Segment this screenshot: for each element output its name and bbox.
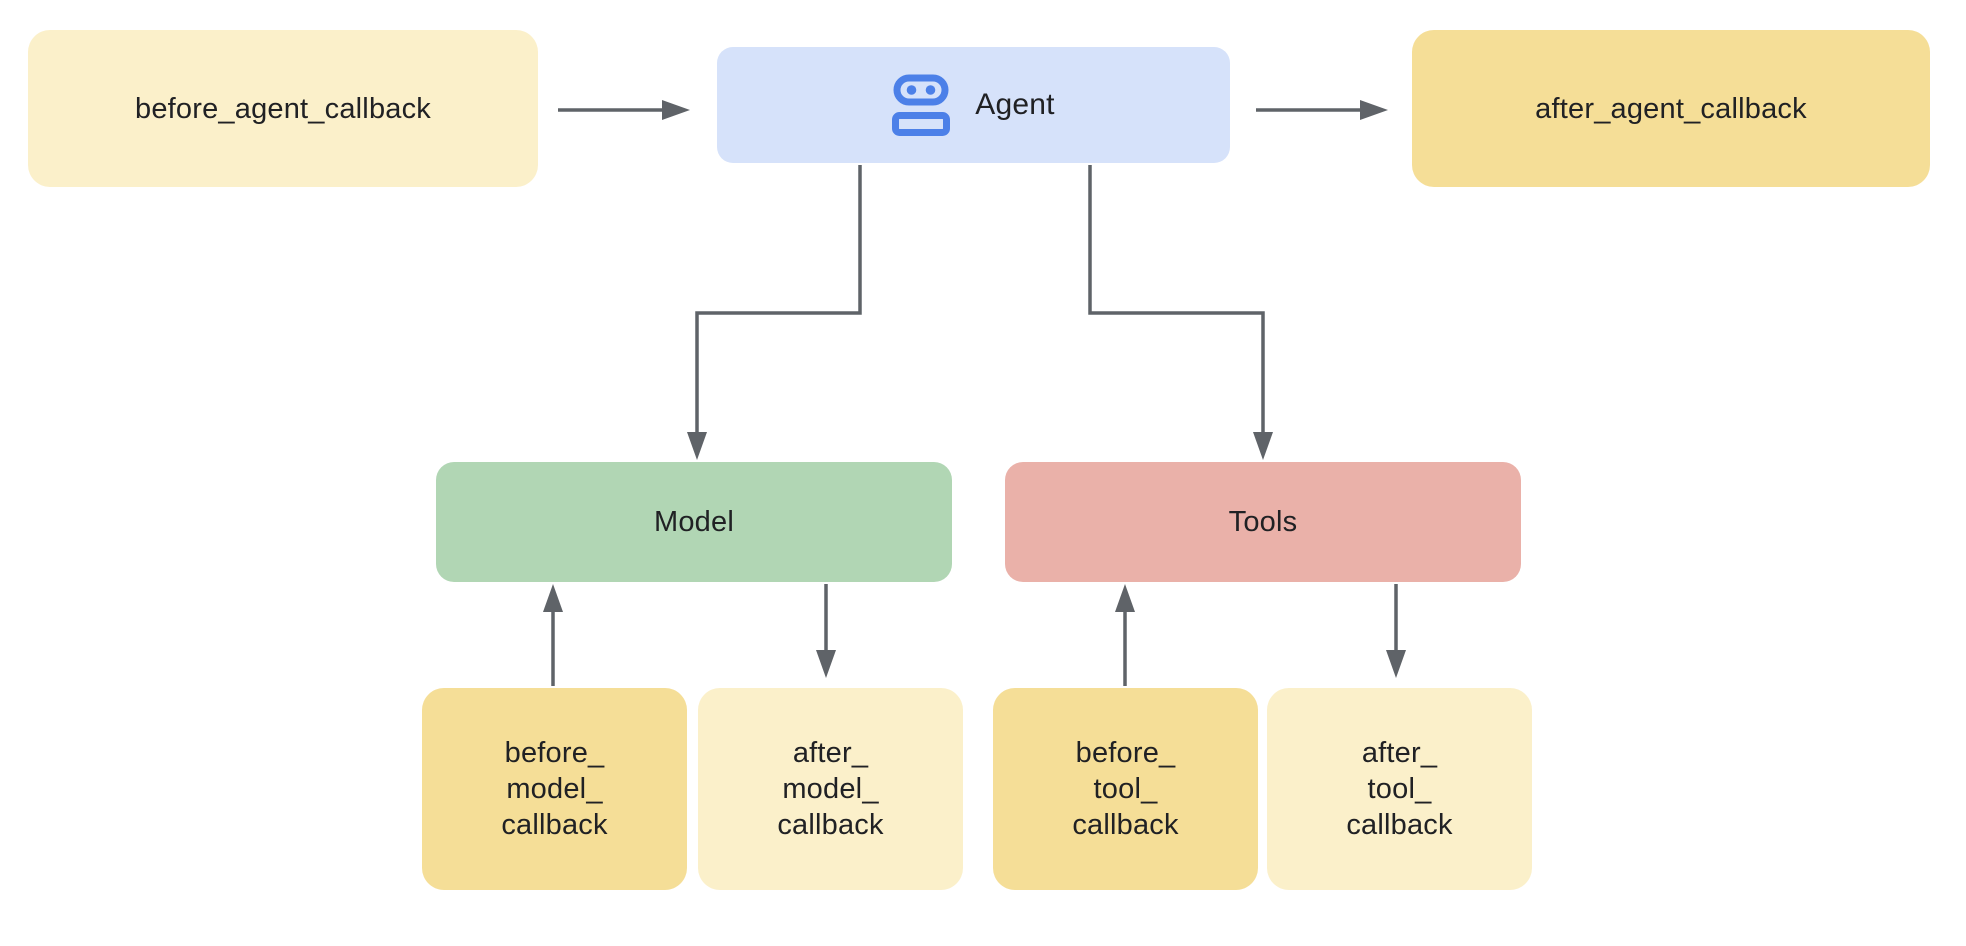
edge-agent-to-model — [687, 165, 862, 460]
node-before-tool-callback: before_ tool_ callback — [993, 688, 1258, 890]
node-label: Agent — [975, 88, 1055, 121]
robot-icon — [892, 74, 951, 136]
node-label: after_ model_ callback — [777, 737, 884, 841]
node-model: Model — [436, 462, 952, 582]
node-after-tool-callback: after_ tool_ callback — [1267, 688, 1532, 890]
node-label: before_agent_callback — [134, 92, 432, 125]
node-label: Tools — [1228, 506, 1298, 538]
node-tools: Tools — [1005, 462, 1521, 582]
edge-model-to-after-model — [816, 584, 836, 678]
node-label: Model — [654, 506, 734, 538]
node-before-model-callback: before_ model_ callback — [422, 688, 687, 890]
edge-before-tool-to-tools — [1115, 584, 1135, 686]
node-label: after_ tool_ callback — [1346, 737, 1453, 841]
node-label: before_ model_ callback — [501, 737, 608, 841]
edge-tools-to-after-tool — [1386, 584, 1406, 678]
node-agent: Agent — [717, 47, 1230, 163]
edge-agent-to-tools — [1088, 165, 1273, 460]
edge-agent-to-after-agent — [1256, 100, 1388, 120]
node-label: before_ tool_ callback — [1072, 737, 1179, 841]
edge-before-model-to-model — [543, 584, 563, 686]
node-before-agent-callback: before_agent_callback — [28, 30, 538, 187]
node-after-agent-callback: after_agent_callback — [1412, 30, 1930, 187]
node-after-model-callback: after_ model_ callback — [698, 688, 963, 890]
edge-before-agent-to-agent — [558, 100, 690, 120]
node-label: after_agent_callback — [1535, 92, 1807, 125]
